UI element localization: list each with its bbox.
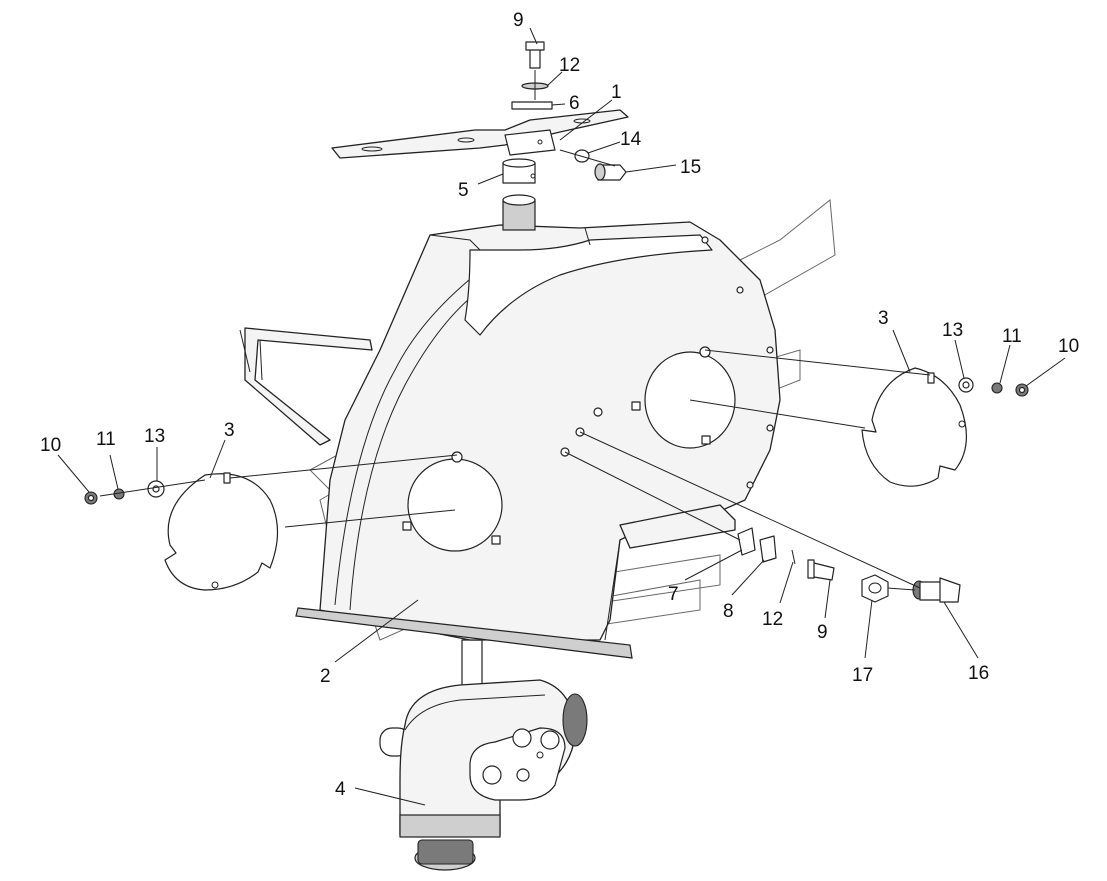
part-6-spacer	[511, 101, 553, 110]
callout-17: 17	[852, 665, 873, 686]
part-10-right-nut	[1015, 383, 1029, 397]
callout-5: 5	[458, 180, 469, 201]
part-11-right-washer	[991, 382, 1003, 394]
callout-16: 16	[968, 663, 989, 684]
part-1-blade	[331, 109, 629, 159]
callout-6: 6	[569, 93, 580, 114]
callout-14: 14	[620, 129, 642, 150]
callout-11-right: 11	[1002, 326, 1022, 347]
part-9-top-bolt	[525, 41, 545, 69]
assembly-lines	[99, 70, 931, 591]
part-10-left-nut	[84, 491, 98, 505]
callout-9-top: 9	[513, 10, 524, 31]
callout-2: 2	[320, 666, 331, 687]
callout-12-top: 12	[559, 55, 580, 76]
part-7-plate	[737, 527, 756, 556]
callout-8: 8	[723, 601, 734, 622]
part-13-left-washer	[147, 480, 165, 498]
callout-7: 7	[668, 584, 679, 605]
part-15-fitting	[594, 163, 627, 181]
part-16-fitting	[912, 577, 961, 603]
part-8-plate	[759, 535, 777, 563]
callout-4: 4	[335, 779, 346, 800]
part-17-nut	[861, 574, 889, 603]
part-9-lower-bolt	[807, 559, 835, 581]
callout-9-lower: 9	[817, 622, 828, 643]
callout-12-lower: 12	[762, 609, 783, 630]
callout-11-left: 11	[96, 429, 116, 450]
callout-3-right: 3	[878, 308, 889, 329]
callout-labels: 1 2 3 3 4 5 6 7 8 9 9 10 10 11 11 12 12 …	[40, 10, 1079, 800]
part-3-left-cover	[164, 472, 279, 591]
callout-13-right: 13	[942, 320, 963, 341]
part-5-bushing	[502, 158, 536, 231]
part-2-housing	[239, 221, 781, 659]
part-12-lower-washer	[791, 549, 796, 565]
callout-1: 1	[611, 82, 622, 103]
callout-15: 15	[680, 157, 701, 178]
callout-13-left: 13	[144, 426, 165, 447]
callout-10-right: 10	[1058, 336, 1079, 357]
part-13-right-washer	[958, 377, 974, 393]
callout-3-left: 3	[224, 420, 235, 441]
part-4-gearbox	[379, 639, 588, 871]
callout-leaders	[57, 27, 1066, 806]
part-3-right-cover	[861, 367, 968, 487]
callout-10-left: 10	[40, 435, 61, 456]
